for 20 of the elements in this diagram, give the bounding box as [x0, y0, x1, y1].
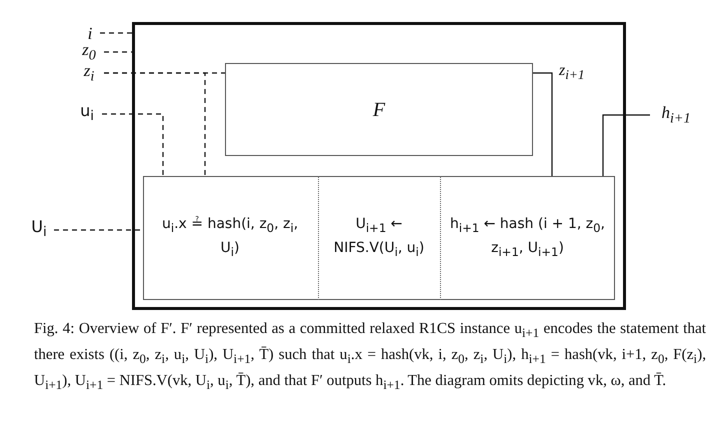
input-label: U$_{i}$ — [24, 219, 54, 241]
fold-cell: U$_{i+1}$ ← NIFS.V(U$_{i}$, u$_{i}$) — [318, 176, 440, 300]
verifier-box — [143, 176, 615, 300]
input-label: z$_{0}$ — [74, 42, 104, 64]
hash-cell: h$_{i+1}$ ← hash (i + 1, z$_{0}$, z$_{i+1}$, U$_{i+1}$) — [440, 176, 614, 300]
output-label: h$_{i+1}$ — [650, 104, 702, 128]
input-label: u$_{i}$ — [72, 103, 102, 125]
check-cell: u$_{i}$.x ≟ hash(i, z$_{0}$, z$_{i}$, U$_{i}$) — [142, 176, 318, 300]
signal-line — [102, 113, 164, 176]
figure-caption: Fig. 4: Overview of F′. F′ represented as a committed relaxed R1CS instance u$_{i+1}$ encodes the statement that there exists ((i, z$_{0}$, z$_{i}$, u$_{i}$, U$_{i}$), U$_{i+1}$, T̄) such that u$_{i}$.x = hash(vk, i, z$_{0}$, z$_{i}$, U$_{i}$), h$_{i+1}$ = hash(vk, i+1, z$_{0}$, F(z$_{i}$), U$_{i+1}$), U$_{i+1}$ = NIFS.V(vk, U$_{i}$, u$_{i}$, T̄), and that F′ outputs h$_{i+1}$. The diagram omits depicting vk, ω, and T̄. — [34, 319, 706, 394]
input-label: i — [80, 24, 100, 44]
signal-line — [100, 32, 132, 34]
circuit-box — [132, 22, 626, 310]
signal-line — [602, 114, 650, 176]
function-box: F — [225, 63, 533, 156]
signal-line — [533, 72, 553, 176]
input-label: z$_{i}$ — [74, 63, 104, 85]
signal-line — [104, 51, 132, 53]
signal-line — [54, 229, 143, 231]
signal-line — [104, 72, 206, 176]
